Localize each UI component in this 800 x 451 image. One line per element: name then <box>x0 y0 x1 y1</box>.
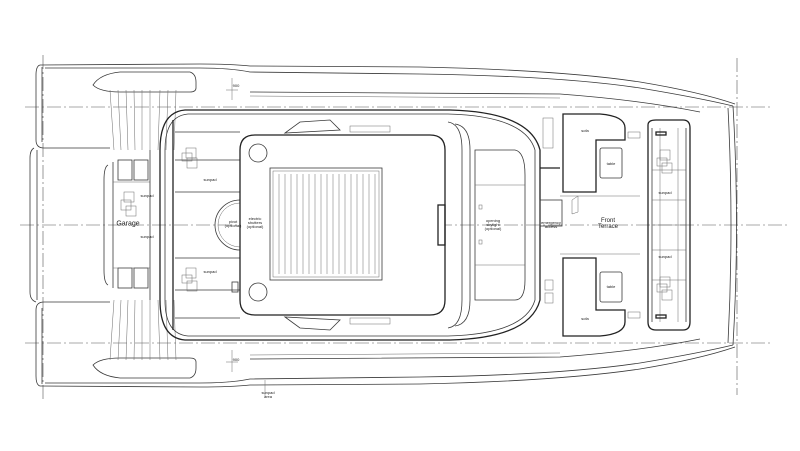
hull-outline <box>29 63 737 388</box>
label-sofa-bottom: sofa <box>581 316 589 321</box>
opening-skylight <box>474 117 563 304</box>
dimension-marks <box>226 78 266 396</box>
label-table-bottom: table <box>606 284 616 289</box>
label-table-top: table <box>606 161 616 166</box>
flybridge-roof <box>239 119 471 331</box>
label-emergency-access: emergency access <box>541 220 561 229</box>
label-dimension-top: 900 <box>232 83 240 88</box>
skylight-slats <box>278 174 376 274</box>
label-front-terrace: Front Terrace <box>597 218 619 230</box>
superstructure <box>159 109 541 341</box>
label-pivot: pivot (optional) <box>224 219 242 228</box>
label-dimension-bottom: 900 <box>232 357 240 362</box>
label-sunpad-bow-bottom: sunpad <box>658 254 672 259</box>
label-garage: Garage <box>116 220 140 228</box>
label-garage-sunpad-top: sunpad <box>140 193 154 198</box>
label-sunpad-aft-bottom: sunpad <box>203 269 217 274</box>
label-electric-shutters: electric shutters (optional) <box>246 216 264 229</box>
label-sunpad-bow-top: sunpad <box>658 190 672 195</box>
label-dimension-note: sunpad area <box>261 390 275 399</box>
aft-steps <box>92 71 197 379</box>
label-sofa-top: sofa <box>581 128 589 133</box>
garage <box>103 150 151 300</box>
front-terrace <box>560 113 641 337</box>
label-garage-sunpad-bottom: sunpad <box>140 234 154 239</box>
label-sunpad-aft-top: sunpad <box>203 177 217 182</box>
label-opening-skylight: opening skylight (optional) <box>484 218 502 231</box>
bow-sunpad <box>647 119 691 331</box>
